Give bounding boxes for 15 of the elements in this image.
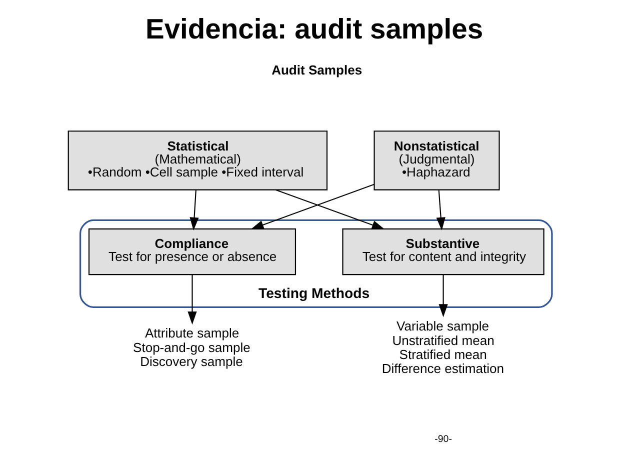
node-text: Variable sample Unstratified mean Stratified mean Difference estimation xyxy=(382,318,504,376)
arrow xyxy=(436,190,446,230)
node-box: Compliance Test for presence or absence xyxy=(88,228,296,276)
node-box: Nonstatistical (Judgmental) •Haphazard xyxy=(374,130,500,190)
arrow xyxy=(190,190,199,230)
label: -90- xyxy=(434,434,452,446)
arrow xyxy=(276,189,385,230)
diagram-title: Evidencia: audit samples xyxy=(146,12,484,45)
arrow xyxy=(438,274,448,318)
node-box: Statistical (Mathematical) •Random •Cell sample •Fixed interval xyxy=(68,130,328,190)
label: Audit Samples xyxy=(272,62,362,78)
arrow xyxy=(188,274,197,325)
arrow xyxy=(250,184,374,230)
node-text: Attribute sample Stop-and-go sample Discovery sample xyxy=(133,326,250,369)
node-box: Substantive Test for content and integrity xyxy=(342,228,544,276)
